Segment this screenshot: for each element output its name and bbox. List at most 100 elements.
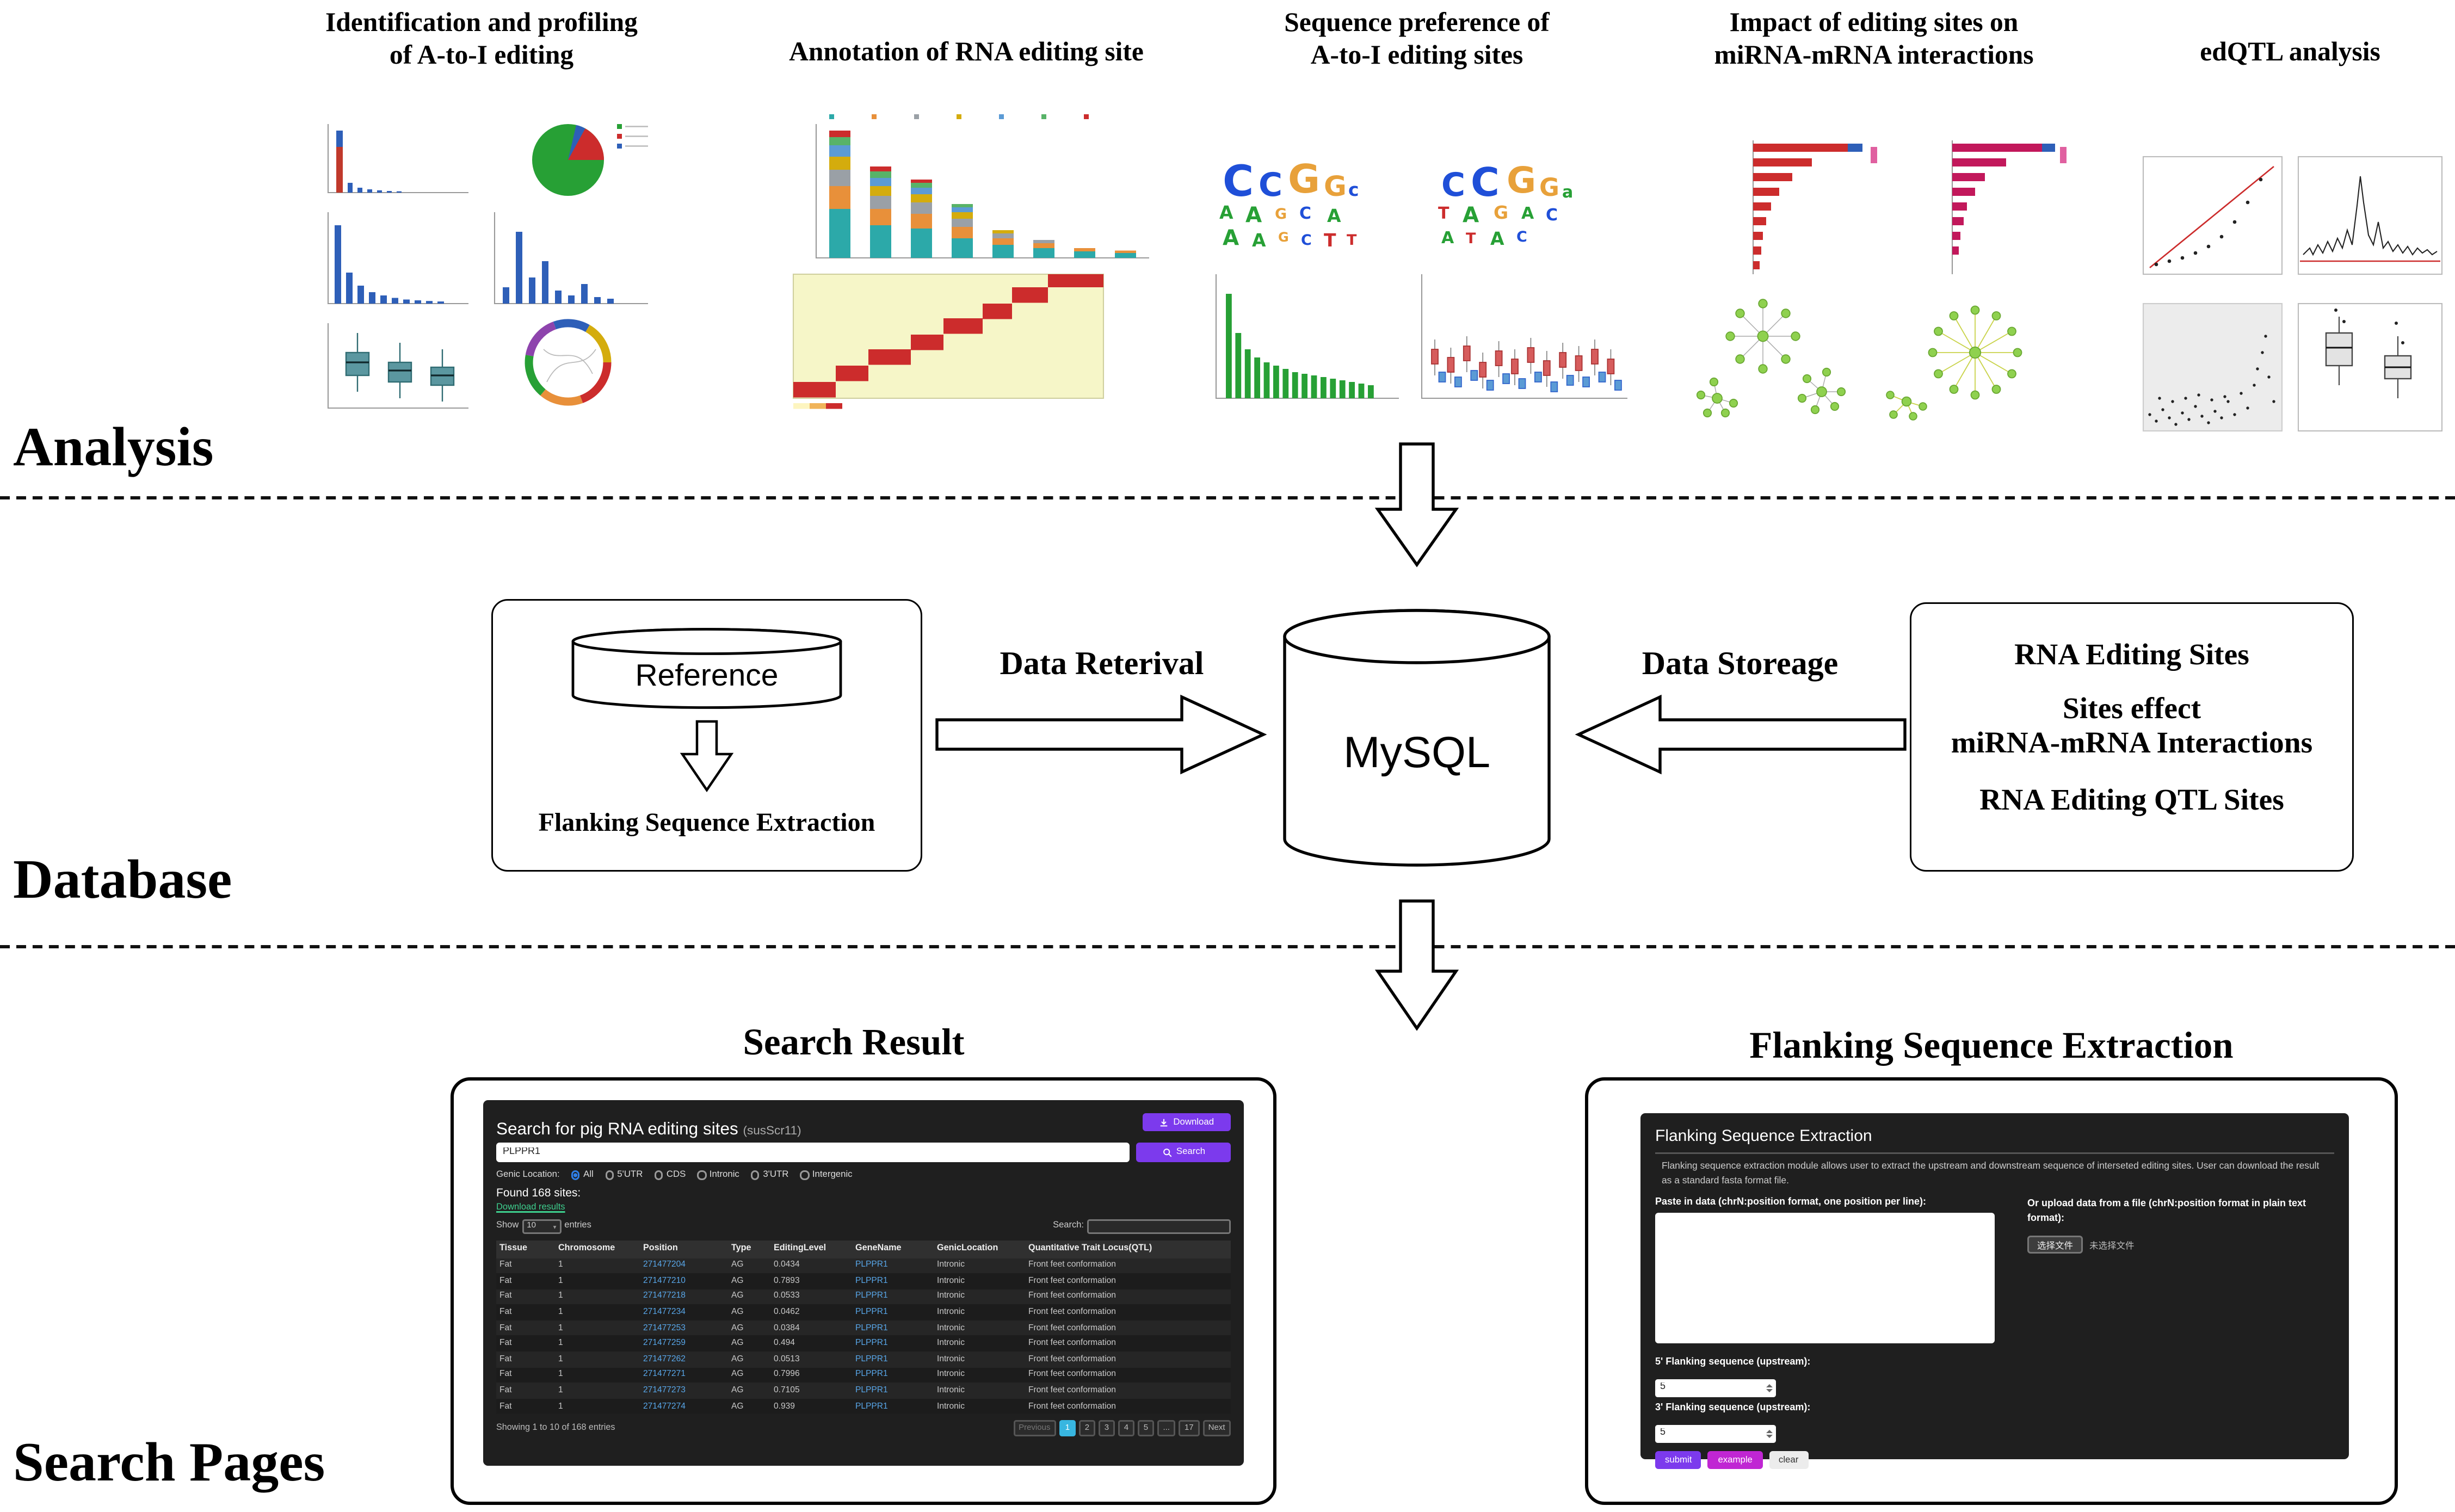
clear-button[interactable]: clear xyxy=(1768,1452,1809,1470)
column-header-editinglevel[interactable]: EditingLevel xyxy=(774,1244,826,1254)
cell-qtl: Front feet conformation xyxy=(1028,1260,1116,1270)
column-header-chromosome[interactable]: Chromosome xyxy=(558,1244,615,1254)
five-prime-input[interactable] xyxy=(1655,1383,1766,1393)
genic-option-all[interactable]: All xyxy=(571,1170,594,1180)
cell-gene[interactable]: PLPPR1 xyxy=(855,1323,888,1334)
cell-gene[interactable]: PLPPR1 xyxy=(855,1401,888,1411)
cell-pos[interactable]: 271477210 xyxy=(643,1276,686,1286)
cell-gene[interactable]: PLPPR1 xyxy=(855,1354,888,1365)
five-prime-spinner[interactable] xyxy=(1765,1384,1777,1392)
genic-option-intergenic[interactable]: Intergenic xyxy=(800,1170,853,1180)
cell-level: 0.939 xyxy=(774,1401,795,1411)
cell-pos[interactable]: 271477274 xyxy=(643,1401,686,1411)
cell-level: 0.0434 xyxy=(774,1260,800,1270)
cell-pos[interactable]: 271477218 xyxy=(643,1292,686,1302)
column-header-genename[interactable]: GeneName xyxy=(855,1244,902,1254)
stacked-bar-chart xyxy=(815,124,1149,259)
table-search-input[interactable] xyxy=(1087,1219,1231,1233)
three-prime-spinner[interactable] xyxy=(1765,1429,1777,1438)
choose-file-button[interactable]: 选择文件 xyxy=(2027,1236,2083,1255)
pagination-page-3[interactable]: 3 xyxy=(1098,1421,1115,1437)
pagination-page-4[interactable]: 4 xyxy=(1118,1421,1134,1437)
pagination-page-2[interactable]: 2 xyxy=(1078,1421,1095,1437)
column-header-type[interactable]: Type xyxy=(731,1244,751,1254)
column-header-genicloc[interactable]: GenicLocation xyxy=(937,1244,998,1254)
pagination-page-17[interactable]: 17 xyxy=(1179,1421,1200,1437)
cell-gene[interactable]: PLPPR1 xyxy=(855,1370,888,1380)
cell-tissue: Fat xyxy=(499,1276,512,1286)
pagination-next[interactable]: Next xyxy=(1202,1421,1231,1437)
cell-pos[interactable]: 271477253 xyxy=(643,1323,686,1334)
cell-pos[interactable]: 271477234 xyxy=(643,1307,686,1318)
panel4-title-line2: miRNA-mRNA interactions xyxy=(1714,39,2034,71)
pagination-page-5[interactable]: 5 xyxy=(1137,1421,1154,1437)
svg-text:C: C xyxy=(1223,157,1254,206)
cell-gene[interactable]: PLPPR1 xyxy=(855,1292,888,1302)
cell-gene[interactable]: PLPPR1 xyxy=(855,1276,888,1286)
three-prime-input[interactable] xyxy=(1655,1429,1766,1439)
column-header-position[interactable]: Position xyxy=(643,1244,678,1254)
svg-text:A: A xyxy=(1252,230,1266,251)
svg-text:G: G xyxy=(1324,171,1347,203)
column-header-qtl[interactable]: Quantitative Trait Locus(QTL) xyxy=(1028,1244,1152,1254)
three-prime-input-wrap xyxy=(1655,1425,1776,1442)
cell-gene[interactable]: PLPPR1 xyxy=(855,1260,888,1270)
spinner-up-icon[interactable] xyxy=(1765,1429,1772,1433)
paste-textarea[interactable] xyxy=(1655,1213,1995,1344)
cell-pos[interactable]: 271477259 xyxy=(643,1338,686,1349)
radio-icon xyxy=(697,1170,706,1180)
download-button[interactable]: Download xyxy=(1143,1113,1231,1131)
genic-option-3utr[interactable]: 3'UTR xyxy=(750,1170,788,1180)
spinner-down-icon[interactable] xyxy=(1765,1388,1772,1392)
cell-level: 0.0384 xyxy=(774,1323,800,1334)
storage-line-2: Sites effect xyxy=(2062,694,2201,726)
cell-tissue: Fat xyxy=(499,1323,512,1334)
cell-pos[interactable]: 271477271 xyxy=(643,1370,686,1380)
flanking-actions: submit example clear xyxy=(1655,1452,2008,1470)
cell-level: 0.7893 xyxy=(774,1276,800,1286)
pagination-previous[interactable]: Previous xyxy=(1013,1421,1056,1437)
svg-text:C: C xyxy=(1299,204,1311,223)
spinner-down-icon[interactable] xyxy=(1765,1434,1772,1438)
search-input[interactable] xyxy=(496,1143,1130,1162)
search-button[interactable]: Search xyxy=(1136,1143,1231,1162)
svg-text:A: A xyxy=(1223,226,1239,250)
entries-select[interactable]: 10▾ xyxy=(522,1219,562,1233)
svg-text:C: C xyxy=(1441,166,1465,204)
submit-button[interactable]: submit xyxy=(1655,1452,1702,1470)
cell-loc: Intronic xyxy=(937,1386,965,1396)
spinner-up-icon[interactable] xyxy=(1765,1384,1772,1387)
subplot-d-barchart xyxy=(494,212,648,305)
svg-text:T: T xyxy=(1324,230,1336,251)
cell-qtl: Front feet conformation xyxy=(1028,1338,1116,1349)
cell-loc: Intronic xyxy=(937,1323,965,1334)
genic-option-5utr[interactable]: 5'UTR xyxy=(605,1170,643,1180)
cell-pos[interactable]: 271477273 xyxy=(643,1386,686,1396)
cell-gene[interactable]: PLPPR1 xyxy=(855,1307,888,1318)
cell-type: AG xyxy=(731,1307,744,1318)
cell-gene[interactable]: PLPPR1 xyxy=(855,1386,888,1396)
cell-pos[interactable]: 271477262 xyxy=(643,1354,686,1365)
example-button[interactable]: example xyxy=(1708,1452,1762,1470)
svg-text:G: G xyxy=(1539,173,1559,202)
pagination-page-1[interactable]: 1 xyxy=(1059,1421,1076,1437)
genic-option-intronic[interactable]: Intronic xyxy=(697,1170,739,1180)
genic-option-cds[interactable]: CDS xyxy=(654,1170,686,1180)
cell-type: AG xyxy=(731,1386,744,1396)
cell-pos[interactable]: 271477204 xyxy=(643,1260,686,1270)
cell-tissue: Fat xyxy=(499,1338,512,1349)
cell-gene[interactable]: PLPPR1 xyxy=(855,1338,888,1349)
download-results-link[interactable]: Download results xyxy=(496,1203,565,1213)
column-header-tissue[interactable]: Tissue xyxy=(499,1244,527,1254)
